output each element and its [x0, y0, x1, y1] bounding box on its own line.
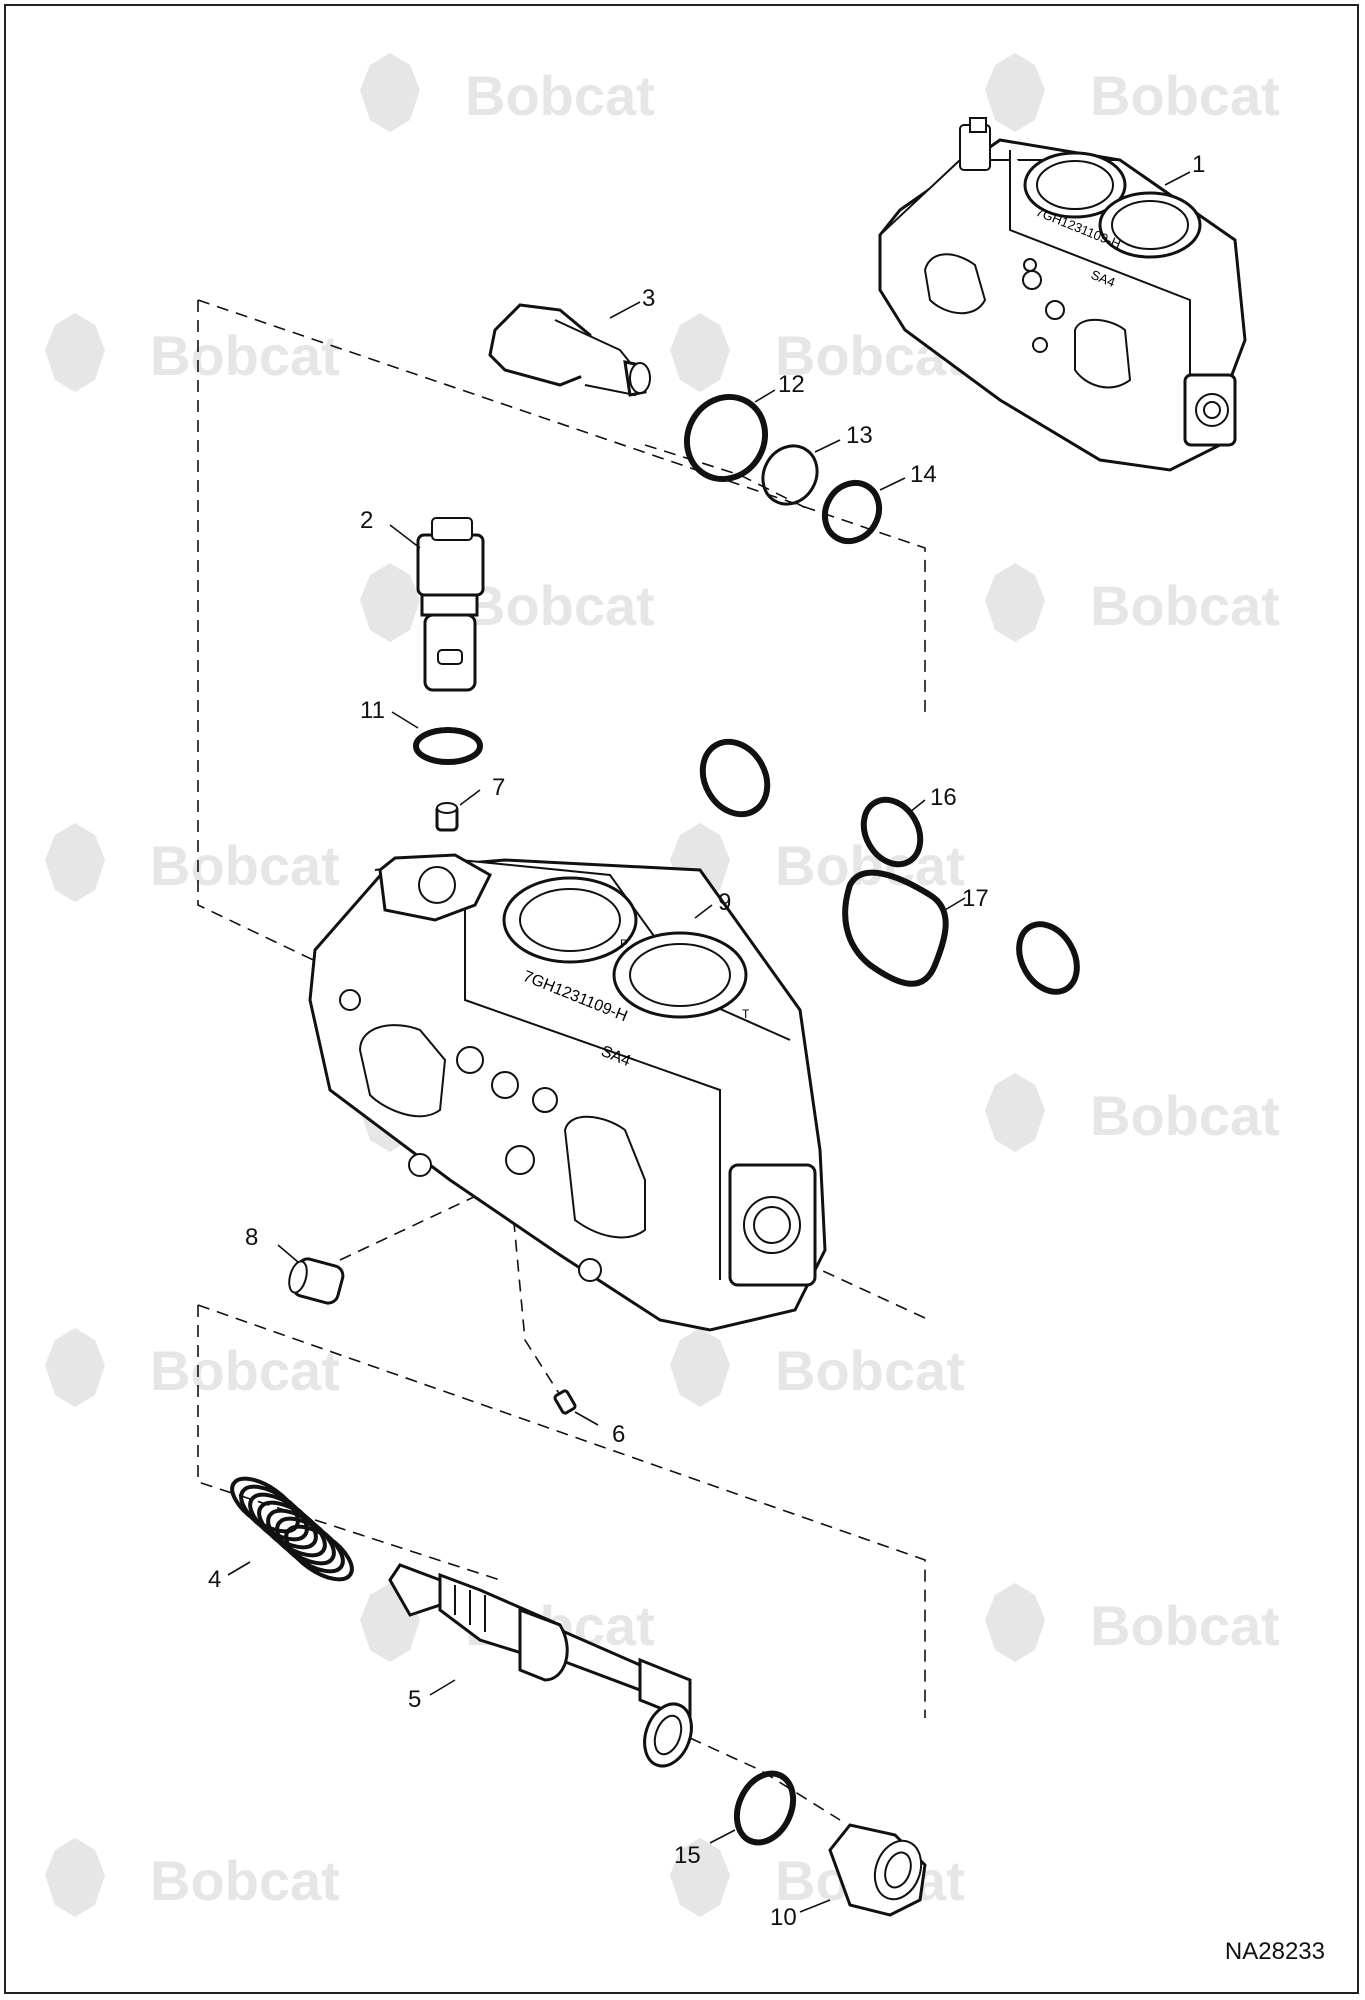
bobcat-watermark-text: Bobcat: [1090, 1084, 1280, 1147]
bobcat-watermark: Bobcat: [45, 823, 340, 902]
callout-6: 6: [612, 1421, 625, 1448]
o-ring-loose-a: [699, 738, 771, 818]
bobcat-watermark-text: Bobcat: [150, 834, 340, 897]
bobcat-logo-icon: [670, 1328, 730, 1407]
spool-part-5: [388, 1563, 693, 1768]
o-ring-part-11: [413, 727, 483, 765]
callout-15: 15: [674, 1842, 701, 1869]
callout-numbers: 1 2 3 4 5 6 7 8 9 10 11 12 13 14 15 16 1…: [208, 151, 1205, 1931]
relief-valve-part-2: [416, 517, 485, 692]
bobcat-watermark: Bobcat: [985, 1583, 1280, 1662]
port-p-mark: P: [620, 937, 628, 951]
bobcat-watermark-text: Bobcat: [1090, 574, 1280, 637]
callout-2: 2: [360, 507, 373, 534]
callout-17: 17: [962, 885, 989, 912]
cap-part-10: [828, 1823, 927, 1917]
plug-part-3: [488, 303, 651, 397]
drawing-id-label: NA28233: [1224, 1938, 1325, 1965]
bobcat-logo-icon: [360, 53, 420, 132]
bobcat-watermark: Bobcat: [45, 1328, 340, 1407]
o-ring-part-12: [683, 393, 769, 483]
callout-7: 7: [492, 774, 505, 801]
bobcat-logo-icon: [985, 1073, 1045, 1152]
bobcat-watermark-text: Bobcat: [1090, 1594, 1280, 1657]
bobcat-watermark: Bobcat: [985, 1073, 1280, 1152]
callout-3: 3: [642, 285, 655, 312]
bobcat-logo-icon: [45, 1838, 105, 1917]
callout-11: 11: [360, 697, 385, 724]
bobcat-logo-icon: [985, 563, 1045, 642]
o-ring-part-16: [860, 796, 924, 868]
bobcat-watermark-text: Bobcat: [150, 324, 340, 387]
bobcat-logo-icon: [45, 313, 105, 392]
bobcat-watermark-text: Bobcat: [1090, 64, 1280, 127]
bobcat-watermark: Bobcat: [360, 53, 655, 132]
callout-12: 12: [778, 371, 805, 398]
diagram-frame: [4, 4, 1359, 1994]
callout-5: 5: [408, 1686, 421, 1713]
callout-9: 9: [718, 889, 731, 916]
bobcat-logo-icon: [985, 53, 1045, 132]
bushing-part-8: [288, 1257, 345, 1305]
callout-14: 14: [910, 461, 937, 488]
bobcat-watermark-text: Bobcat: [465, 64, 655, 127]
spring-part-4: [230, 1476, 354, 1582]
callout-13: 13: [846, 422, 873, 449]
bobcat-watermark: Bobcat: [985, 563, 1280, 642]
bobcat-watermark: Bobcat: [670, 1328, 965, 1407]
bobcat-watermark-text: Bobcat: [775, 1339, 965, 1402]
bobcat-logo-icon: [45, 1328, 105, 1407]
valve-section-part-9: 7GH1231109-H SA4 P T: [308, 853, 827, 1332]
bobcat-logo-icon: [670, 313, 730, 392]
small-plug-part-7: [435, 802, 459, 832]
bobcat-watermark-text: Bobcat: [150, 1849, 340, 1912]
valve-section-part-1: 7GH1231109-H SA4: [878, 117, 1247, 472]
o-ring-loose-b: [1016, 921, 1080, 995]
assembly-guides: [197, 299, 926, 1821]
set-screw-part-6: [553, 1389, 577, 1415]
callout-8: 8: [245, 1224, 258, 1251]
bobcat-logo-icon: [360, 563, 420, 642]
backup-ring-part-13: [761, 444, 819, 506]
callout-leaders: [227, 171, 1191, 1913]
bobcat-logo-icon: [45, 823, 105, 902]
seal-part-17: [842, 869, 949, 987]
o-ring-part-14: [821, 479, 883, 545]
bobcat-watermark: Bobcat: [360, 563, 655, 642]
bobcat-logo-icon: [670, 1838, 730, 1917]
bobcat-watermark: Bobcat: [670, 313, 965, 392]
bobcat-watermark-text: Bobcat: [150, 1339, 340, 1402]
bobcat-watermark-text: Bobcat: [465, 574, 655, 637]
spring-coil: [284, 1524, 354, 1582]
callout-4: 4: [208, 1566, 221, 1593]
bobcat-logo-icon: [985, 1583, 1045, 1662]
o-ring-part-15: [733, 1770, 797, 1846]
callout-1: 1: [1192, 151, 1205, 178]
port-t-mark: T: [742, 1007, 750, 1021]
callout-10: 10: [770, 1904, 797, 1931]
callout-16: 16: [930, 784, 957, 811]
bobcat-watermark: Bobcat: [45, 1838, 340, 1917]
bobcat-watermark: Bobcat: [45, 313, 340, 392]
bobcat-watermark: Bobcat: [985, 53, 1280, 132]
